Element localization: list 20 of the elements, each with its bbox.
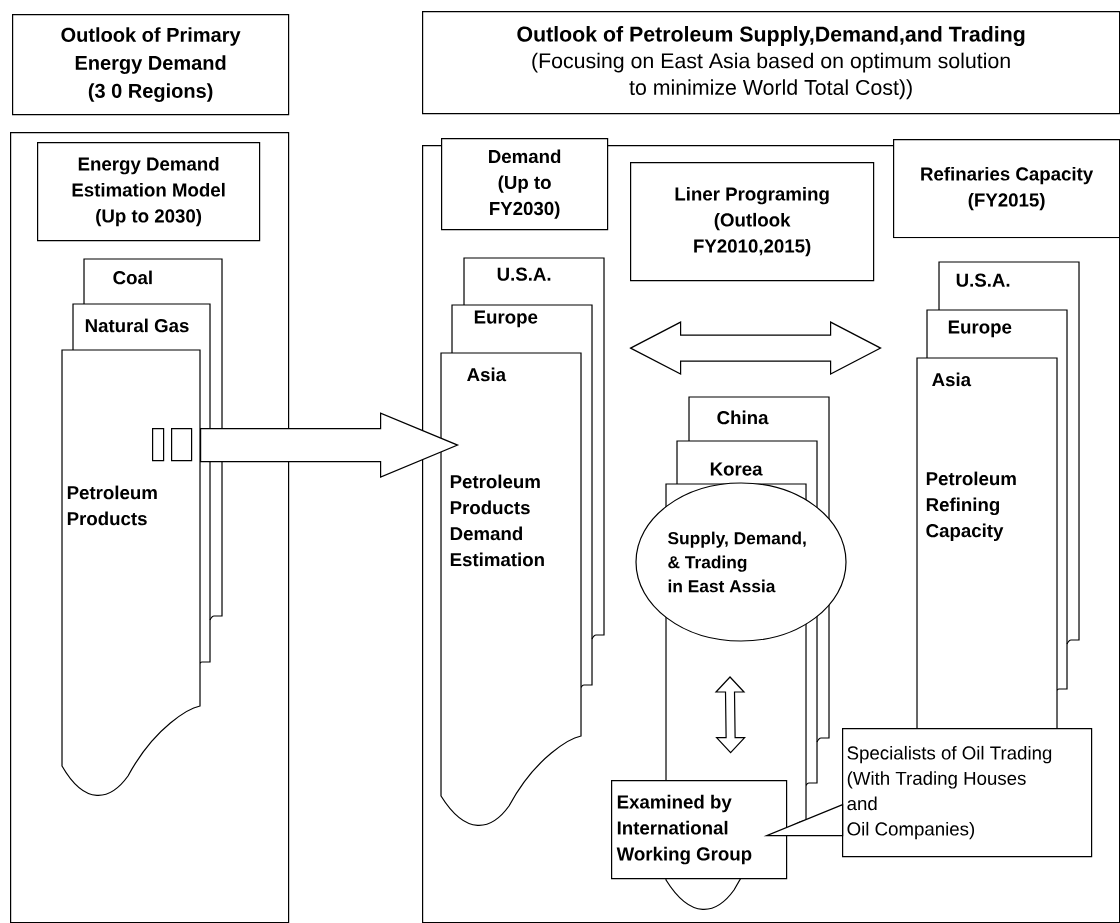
- label-box: Demand (Up to FY2030): [441, 138, 609, 231]
- block-arrow: [714, 676, 746, 754]
- label-box: Energy Demand Estimation Model (Up to 2030): [37, 142, 261, 242]
- document-sheet: Europe: [926, 309, 1068, 359]
- title-box: Outlook of Primary Energy Demand (3 0 Regions): [12, 14, 290, 116]
- document-sheet: Asia Petroleum Products Demand Estimation: [440, 352, 582, 826]
- ellipse-label: Supply, Demand, & Trading in East Assia: [635, 482, 847, 642]
- label-box: Liner Programing (Outlook FY2010,2015): [630, 162, 875, 282]
- document-sheet: Coal: [83, 258, 223, 305]
- label-box: Refinaries Capacity (FY2015): [893, 139, 1120, 239]
- document-sheet: Natural Gas: [72, 303, 211, 351]
- note-box: Specialists of Oil Trading (With Trading Houses and Oil Companies): [842, 728, 1093, 858]
- document-sheet: Europe: [451, 304, 593, 354]
- title-box: Outlook of Petroleum Supply,Demand,and Trading (Focusing on East Asia based on optimum solution to minimize World Total Cost)): [422, 11, 1120, 115]
- note-box: Examined by International Working Group: [611, 780, 788, 880]
- document-sheet: Korea: [676, 440, 818, 485]
- document-sheet: China: [688, 396, 830, 442]
- document-sheet: U.S.A.: [463, 257, 605, 306]
- document-sheet: U.S.A.: [938, 261, 1080, 311]
- block-arrow: [152, 412, 460, 478]
